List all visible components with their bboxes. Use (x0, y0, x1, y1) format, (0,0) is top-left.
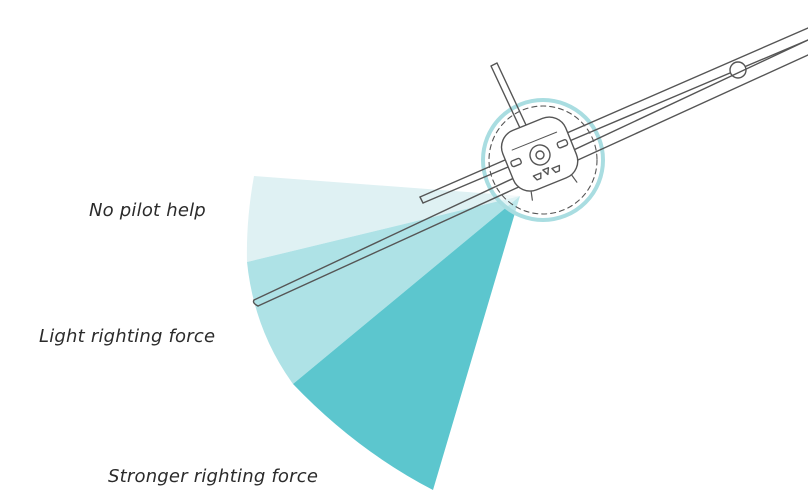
zone-no-pilot-help (246, 176, 520, 262)
label-light-righting-force: Light righting force (39, 326, 216, 347)
label-no-pilot-help: No pilot help (89, 200, 206, 221)
label-stronger-righting-force: Stronger righting force (108, 466, 319, 487)
upper-wing (419, 27, 808, 204)
tail-fin (490, 62, 527, 129)
zone-stronger-righting-force (293, 196, 520, 490)
hub-dashed-circle (488, 105, 598, 215)
aircraft-front-view-icon (252, 27, 808, 307)
zone-light-righting-force (247, 196, 520, 384)
